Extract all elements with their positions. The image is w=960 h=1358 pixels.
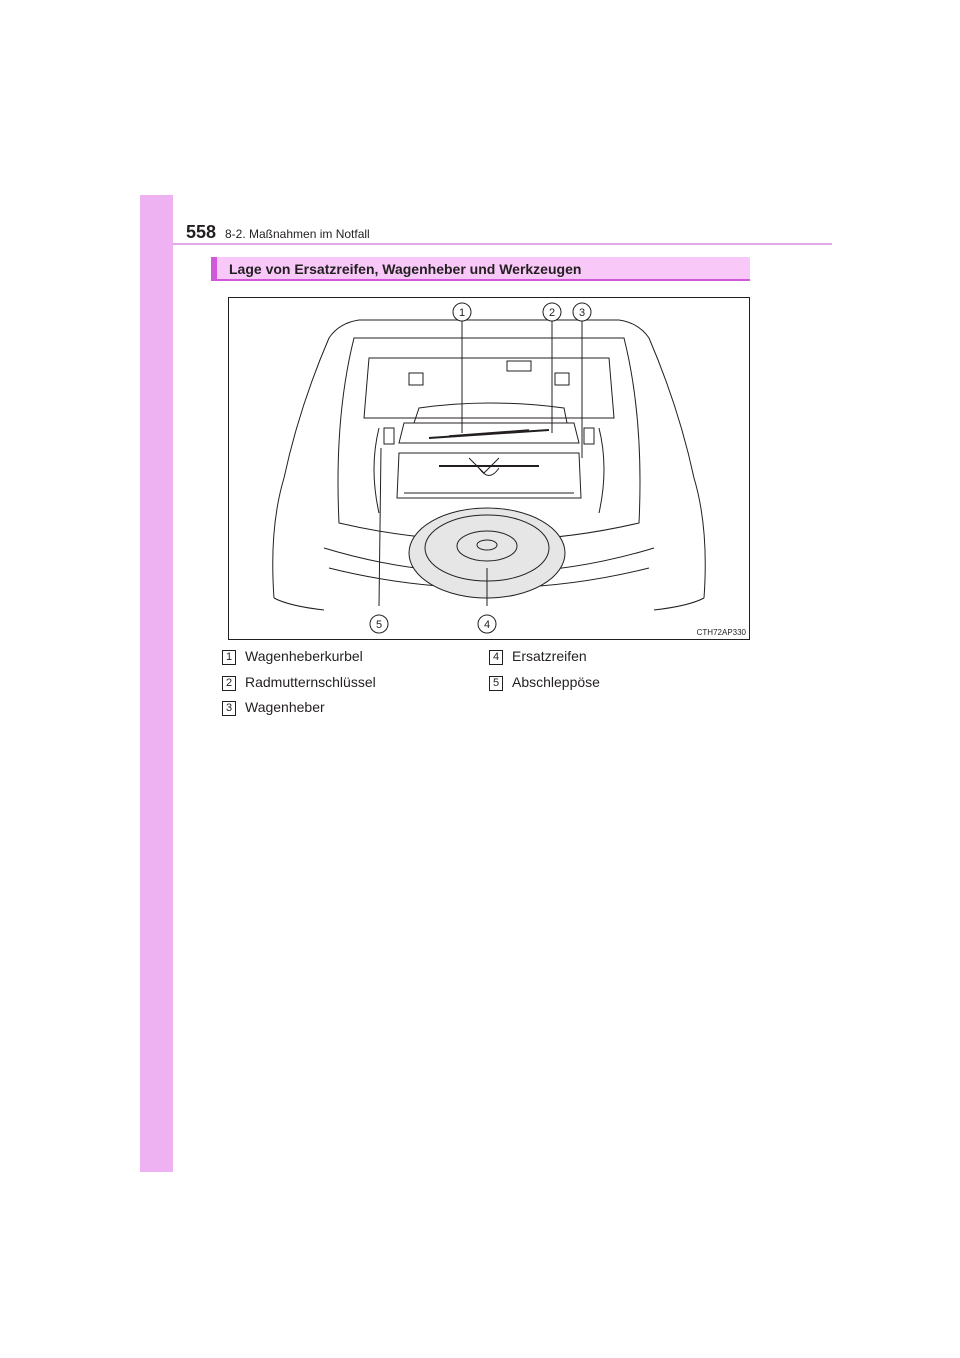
legend-label-4: Ersatzreifen xyxy=(512,648,587,664)
figure-code: CTH72AP330 xyxy=(697,628,746,637)
legend-label-1: Wagenheberkurbel xyxy=(245,648,363,664)
callout-5: 5 xyxy=(376,619,382,631)
callout-3: 3 xyxy=(579,307,585,319)
callout-4: 4 xyxy=(484,619,490,631)
legend-badge-3: 3 xyxy=(222,701,236,716)
legend-item-3: 3 Wagenheber xyxy=(222,698,325,716)
chapter-side-tab xyxy=(140,195,173,1172)
legend-label-2: Radmutternschlüssel xyxy=(245,674,376,690)
trunk-illustration: 1 2 3 4 5 CTH72AP330 xyxy=(228,297,750,640)
callout-2: 2 xyxy=(549,307,555,319)
running-head: 8-2. Maßnahmen im Notfall xyxy=(225,227,370,241)
section-title: Lage von Ersatzreifen, Wagenheber und We… xyxy=(229,261,581,277)
legend-item-1: 1 Wagenheberkurbel xyxy=(222,647,363,665)
legend-item-2: 2 Radmutternschlüssel xyxy=(222,673,376,691)
legend-badge-4: 4 xyxy=(489,650,503,665)
legend-item-5: 5 Abschleppöse xyxy=(489,673,600,691)
section-title-bar: Lage von Ersatzreifen, Wagenheber und We… xyxy=(211,257,750,281)
legend-label-5: Abschleppöse xyxy=(512,674,600,690)
page-number: 558 xyxy=(186,222,216,243)
trunk-drawing: 1 2 3 4 5 xyxy=(229,298,749,639)
legend-badge-5: 5 xyxy=(489,676,503,691)
callout-1: 1 xyxy=(459,307,465,319)
legend-item-4: 4 Ersatzreifen xyxy=(489,647,587,665)
legend-label-3: Wagenheber xyxy=(245,699,325,715)
legend-badge-1: 1 xyxy=(222,650,236,665)
header-rule xyxy=(173,243,832,245)
legend-badge-2: 2 xyxy=(222,676,236,691)
